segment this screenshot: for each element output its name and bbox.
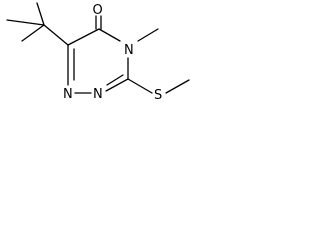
bond-c3-n2-inner [106,74,124,86]
bond-tbu-to-c6 [43,24,69,46]
bond-c3-sulfur [127,78,153,94]
bond-tbu-center-methyl-up [36,2,45,26]
bond-c5-n4 [98,28,121,42]
triazinone-ring [67,28,129,94]
bond-c3-n2-outer [105,78,129,92]
bond-c6-c5 [67,28,100,46]
sulfur-atom-label: S [154,88,162,103]
bond-tbu-center-methyl-left [6,19,45,26]
methylthio-group [127,78,190,94]
n2-atom-label: N [93,87,103,102]
oxygen-atom-label: O [93,3,103,18]
bond-sulfur-methyl [165,79,190,94]
tert-butyl-group [6,2,69,46]
n4-atom-label: N [124,43,134,58]
chemical-structure: O N N N S [0,0,216,138]
bond-tbu-center-methyl-down [21,24,45,42]
bond-n4-methyl [137,28,159,42]
background [0,0,216,138]
carbonyl-group [95,15,102,30]
n1-atom-label: N [63,87,73,102]
